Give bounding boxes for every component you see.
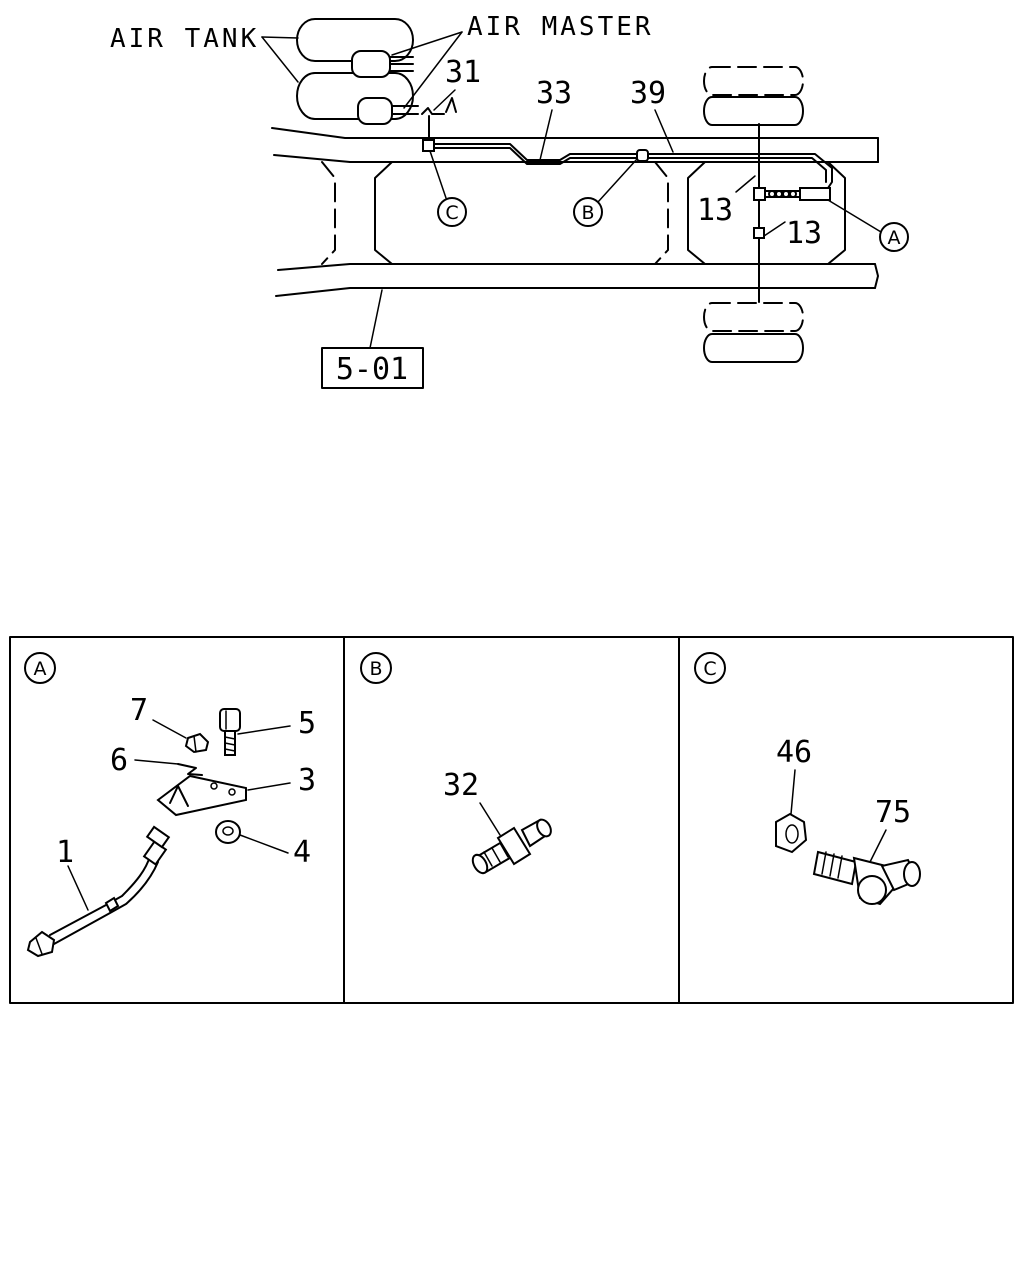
panel-b-marker-letter: B — [369, 658, 382, 680]
part-5-bolt — [219, 708, 241, 756]
part-46-nut — [775, 812, 808, 854]
part-label-3: 3 — [298, 763, 316, 798]
part-label-46: 46 — [776, 735, 812, 770]
part-label-75: 75 — [875, 795, 911, 830]
panel-b-marker — [360, 652, 392, 684]
air-master-label: AIR MASTER — [467, 12, 654, 42]
marker-a-circle — [879, 222, 909, 252]
marker-b-letter: B — [581, 202, 594, 224]
panel-a-marker — [24, 652, 56, 684]
cross-members — [321, 161, 846, 265]
panel-b: B 32 — [360, 652, 552, 875]
callout-33: 33 — [536, 76, 572, 111]
air-tank-label: AIR TANK — [110, 24, 259, 54]
callout-13-upper: 13 — [697, 193, 733, 228]
part-32-union — [471, 818, 552, 875]
marker-c-letter: C — [445, 202, 458, 224]
marker-b-circle — [573, 197, 603, 227]
part-label-32: 32 — [443, 768, 479, 803]
air-master — [351, 50, 457, 125]
panel-c: C 46 75 — [694, 652, 921, 906]
part-75-elbow — [812, 850, 921, 906]
overview-callouts: 31 33 39 13 13 C B A 5-01 — [321, 55, 909, 389]
ref-box — [321, 347, 424, 389]
part-label-6: 6 — [110, 743, 128, 778]
axle-wheels — [703, 66, 804, 363]
part-4-nut — [215, 820, 241, 844]
part-label-5: 5 — [298, 706, 316, 741]
panel-a-marker-letter: A — [34, 658, 47, 680]
panel-frame — [9, 636, 1014, 1004]
part-label-7: 7 — [130, 693, 148, 728]
marker-c-circle — [437, 197, 467, 227]
part-label-4: 4 — [293, 835, 311, 870]
air-tank — [296, 18, 414, 120]
callout-13-lower: 13 — [786, 216, 822, 251]
callout-31: 31 — [445, 55, 481, 90]
air-pipes — [422, 115, 833, 239]
part-6-clip — [177, 763, 203, 776]
frame-rails — [271, 127, 879, 297]
part-7-nut — [184, 732, 210, 754]
part-1-hose — [26, 825, 171, 958]
ref-box-label: 5-01 — [336, 352, 408, 387]
part-3-bracket — [156, 774, 247, 817]
part-label-1: 1 — [56, 835, 74, 870]
callout-39: 39 — [630, 76, 666, 111]
panel-c-marker-letter: C — [703, 658, 716, 680]
panel-c-marker — [694, 652, 726, 684]
marker-a-letter: A — [888, 227, 901, 249]
panel-a: A 7 5 6 — [24, 652, 316, 958]
overview-diagram: AIR TANK AIR MASTER — [110, 12, 909, 389]
detail-panels: A 7 5 6 — [9, 636, 1014, 1004]
